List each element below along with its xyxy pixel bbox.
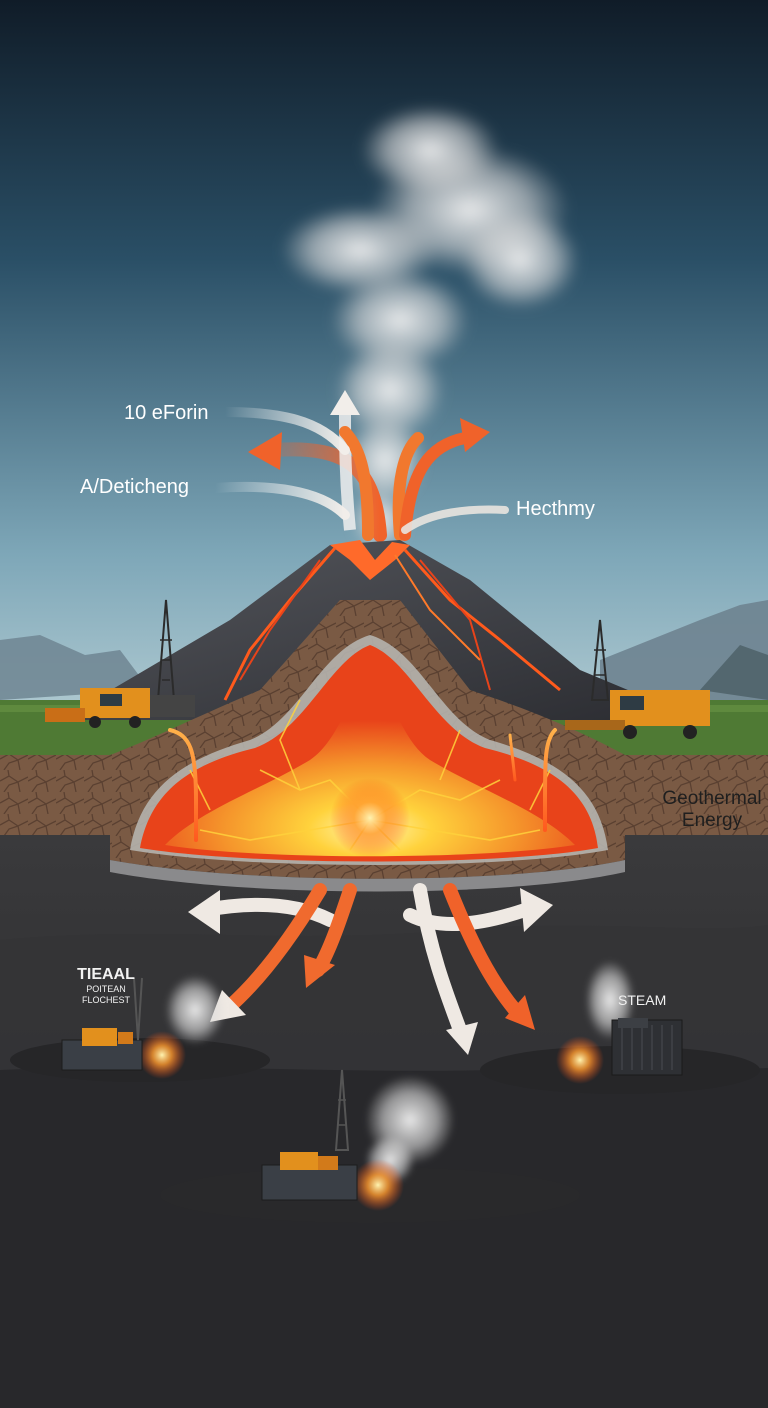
power-plant-icon <box>61 977 143 1071</box>
truck-icon <box>565 690 710 739</box>
steam-plume-icon <box>280 105 580 550</box>
power-plant-icon <box>611 1018 683 1076</box>
arrow-icon <box>188 883 553 1055</box>
plant-left-line2: POITEAN <box>86 984 126 994</box>
label-top-flow: 10 eForin <box>124 402 209 424</box>
magma-chamber-cutaway <box>110 600 625 892</box>
side-title: Geothermal Energy <box>652 788 768 832</box>
label-right-flow: Hecthmy <box>516 498 595 520</box>
side-title-line1: Geothermal <box>662 788 762 809</box>
plant-right-label: STEAM <box>618 992 667 1008</box>
label-left-flow: A/Deticheng <box>80 476 189 498</box>
arrow-icon <box>210 390 509 542</box>
drilling-rig-icon <box>590 619 610 701</box>
distant-mountains <box>0 600 768 700</box>
plant-left-label: TIEAAL POITEAN FLOCHEST <box>56 966 156 1006</box>
plant-left-line3: FLOCHEST <box>81 995 130 1005</box>
plant-left-line1: TIEAAL <box>77 966 135 983</box>
drilling-rig-icon <box>261 1069 358 1201</box>
side-title-line2: Energy <box>681 810 743 831</box>
drilling-rig-icon <box>150 599 195 717</box>
truck-icon <box>45 688 150 728</box>
